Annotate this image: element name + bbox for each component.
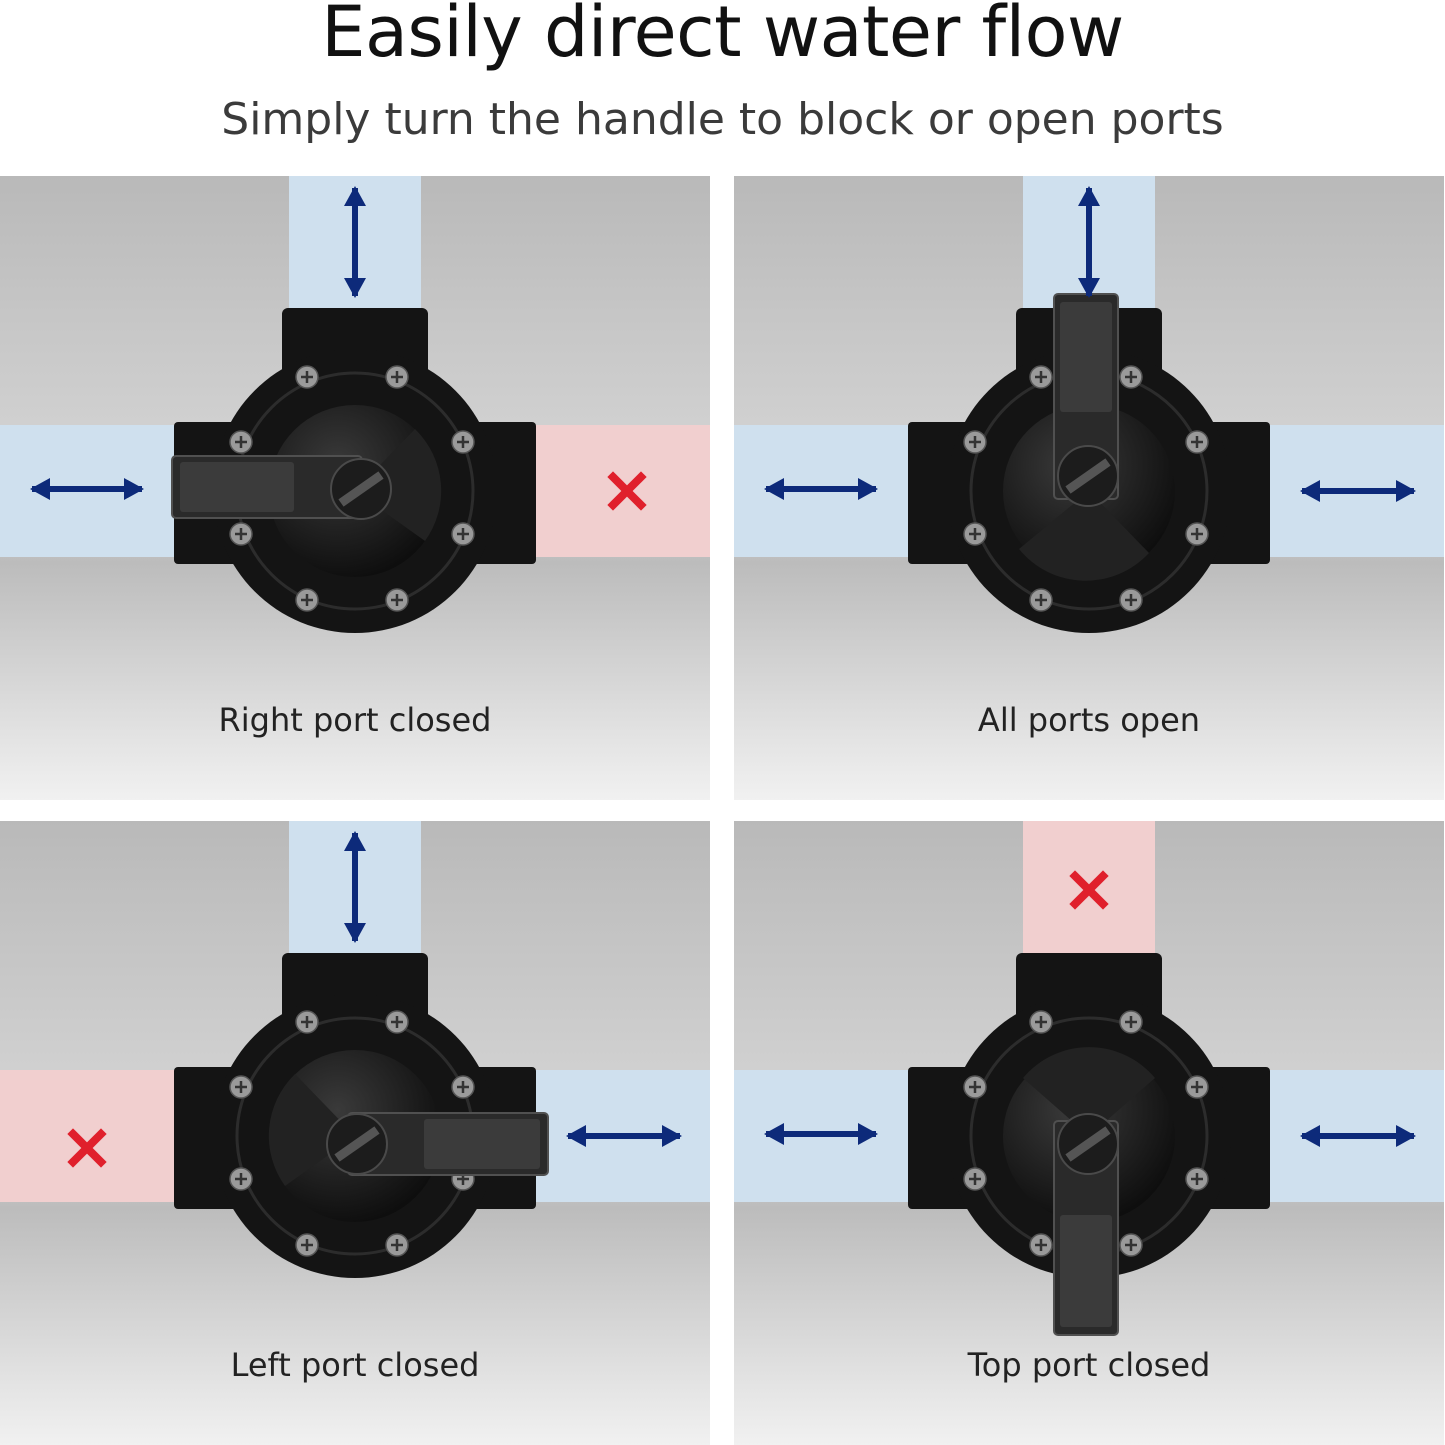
screw-icon bbox=[1119, 365, 1143, 389]
screw-icon bbox=[1119, 588, 1143, 612]
flow-arrow-icon bbox=[764, 1123, 878, 1145]
screw-icon bbox=[1029, 588, 1053, 612]
flow-arrow-icon bbox=[1078, 186, 1100, 298]
valve-illustration bbox=[0, 821, 710, 1445]
screw-icon bbox=[295, 365, 319, 389]
flow-arrow-icon bbox=[1300, 480, 1416, 502]
panel-top-port-closed: Top port closed bbox=[734, 821, 1444, 1445]
left-pipe bbox=[0, 1070, 185, 1202]
screw-icon bbox=[385, 365, 409, 389]
screw-icon bbox=[1119, 1010, 1143, 1034]
flow-arrow-icon bbox=[1300, 1125, 1416, 1147]
right-pipe bbox=[525, 425, 710, 557]
valve-handle bbox=[268, 1074, 549, 1186]
screw-icon bbox=[1185, 522, 1209, 546]
screw-icon bbox=[451, 430, 475, 454]
screw-icon bbox=[295, 588, 319, 612]
screw-icon bbox=[963, 1075, 987, 1099]
screw-icon bbox=[229, 430, 253, 454]
screw-icon bbox=[1185, 1075, 1209, 1099]
screw-icon bbox=[451, 1075, 475, 1099]
flow-arrow-icon bbox=[30, 478, 144, 500]
screw-icon bbox=[1185, 430, 1209, 454]
panel-caption: All ports open bbox=[977, 701, 1201, 739]
screw-icon bbox=[385, 1233, 409, 1257]
panel-caption: Left port closed bbox=[230, 1346, 480, 1384]
screw-icon bbox=[385, 588, 409, 612]
screw-icon bbox=[295, 1010, 319, 1034]
panel-caption: Right port closed bbox=[218, 701, 492, 739]
screw-icon bbox=[963, 1167, 987, 1191]
screw-icon bbox=[229, 522, 253, 546]
screw-icon bbox=[1119, 1233, 1143, 1257]
panel-all-ports-open: All ports open bbox=[734, 176, 1444, 800]
screw-icon bbox=[295, 1233, 319, 1257]
screw-icon bbox=[229, 1075, 253, 1099]
screw-icon bbox=[385, 1010, 409, 1034]
screw-icon bbox=[1029, 1010, 1053, 1034]
screw-icon bbox=[1029, 1233, 1053, 1257]
panel-right-port-closed: Right port closed bbox=[0, 176, 710, 800]
page-subtitle: Simply turn the handle to block or open … bbox=[221, 94, 1224, 145]
valve-illustration bbox=[734, 176, 1444, 800]
valve-handle bbox=[1023, 1047, 1155, 1336]
screw-icon bbox=[963, 430, 987, 454]
screw-icon bbox=[229, 1167, 253, 1191]
screw-icon bbox=[451, 522, 475, 546]
flow-arrow-icon bbox=[764, 478, 878, 500]
flow-arrow-icon bbox=[566, 1125, 682, 1147]
blocked-x-icon bbox=[607, 471, 647, 511]
screw-icon bbox=[1029, 365, 1053, 389]
valve-illustration bbox=[0, 176, 710, 800]
valve-handle bbox=[1019, 293, 1149, 581]
flow-arrow-icon bbox=[344, 186, 366, 298]
valve-handle bbox=[171, 429, 442, 541]
flow-arrow-icon bbox=[344, 831, 366, 943]
screw-icon bbox=[1185, 1167, 1209, 1191]
panel-caption: Top port closed bbox=[967, 1346, 1211, 1384]
blocked-x-icon bbox=[1069, 870, 1109, 910]
screw-icon bbox=[963, 522, 987, 546]
blocked-x-icon bbox=[67, 1128, 107, 1168]
valve-illustration bbox=[734, 821, 1444, 1445]
page-title: Easily direct water flow bbox=[321, 0, 1124, 73]
panel-left-port-closed: Left port closed bbox=[0, 821, 710, 1445]
